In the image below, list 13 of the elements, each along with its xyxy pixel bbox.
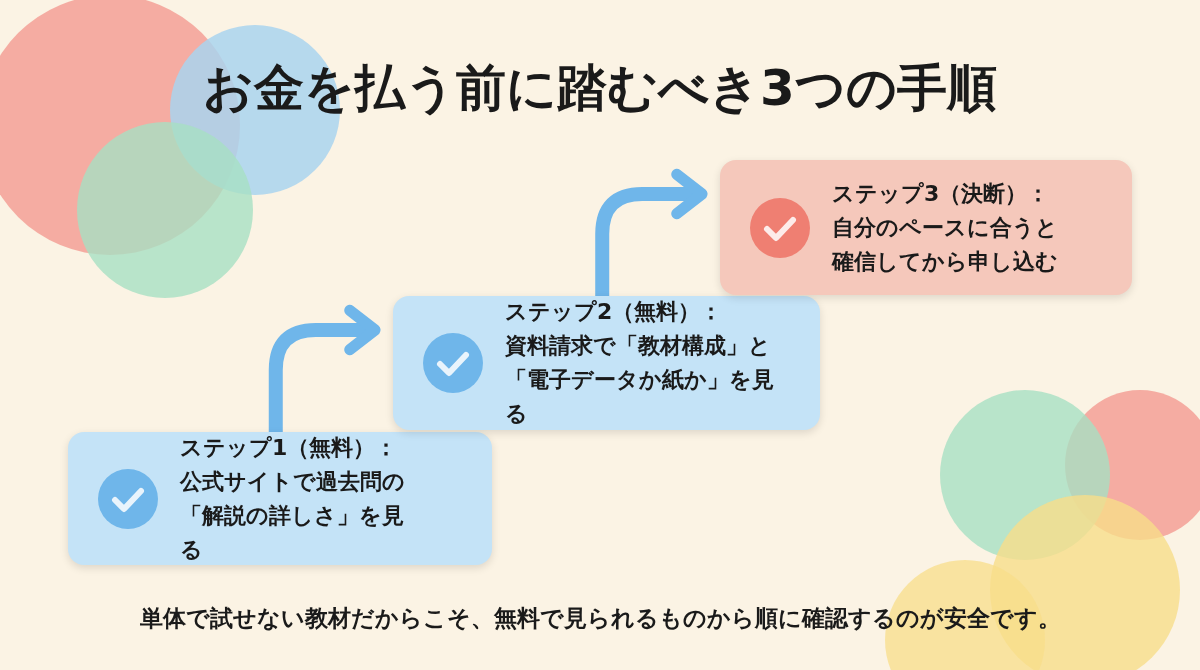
step-heading: ステップ1（無料）： — [180, 433, 399, 462]
step-box — [68, 432, 492, 565]
step-heading: ステップ2（無料）： — [505, 298, 724, 326]
step-heading: ステップ3（決断）： — [832, 179, 1051, 208]
arrow — [595, 168, 708, 296]
step-box — [720, 160, 1132, 295]
title: お金を払う前に踏むべき3つの手順 — [203, 59, 997, 117]
step-description: 自分のペースに合うと確信してから申し込む — [832, 213, 1059, 276]
step-box — [393, 296, 820, 430]
caption: 単体で試せない教材だからこそ、無料で見られるものから順に確認するのが安全です。 — [139, 605, 1061, 631]
step-description: 公式サイトで過去問の「解説の詳しさ」を見る — [180, 467, 406, 564]
arrow — [268, 304, 381, 432]
step-description: 資料請求で「教材構成」と「電子データか紙か」を見る — [505, 332, 775, 428]
